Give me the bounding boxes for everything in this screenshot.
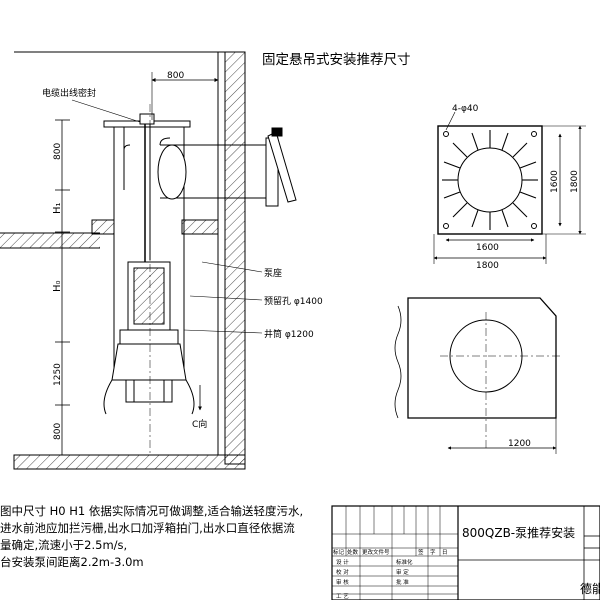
drawing-title: 固定悬吊式安装推荐尺寸 [262, 52, 411, 68]
note-line-3: 量确定,流速小于2.5m/s, [0, 538, 128, 552]
tb-row-check: 校 对 [336, 568, 349, 576]
tb-header-sign: 签 [418, 548, 424, 556]
pump-base-label: 泵座 [264, 267, 282, 279]
tb-row-design: 设 计 [336, 558, 349, 566]
section-view [394, 297, 560, 454]
title-block-headers: 标记 处数 更改文件号 签 字 日 设 计 校 对 审 核 工 艺 标准化 审 … [333, 548, 448, 600]
note-line-2: 进水前池应加拦污栅,出水口加浮箱拍门,出水口直径依据流 [0, 521, 295, 535]
tb-header-mark: 标记 [333, 548, 345, 556]
plan-dim-1800-h: 1800 [476, 261, 499, 271]
elevation-view [0, 51, 297, 470]
c-direction-label: C向 [192, 418, 207, 430]
tb-header-file: 更改文件号 [362, 548, 390, 556]
note-line-4: 台安装泵间距离2.2m-3.0m [0, 555, 144, 569]
plan-dim-1600-v: 1600 [550, 170, 560, 193]
dim-800-left: 800 [53, 143, 63, 160]
tb-header-char: 字 [430, 548, 436, 556]
section-dim-1200: 1200 [508, 439, 531, 449]
note-line-1: 图中尺寸 H0 H1 依据实际情况可做调整,适合输送轻度污水, [0, 504, 304, 518]
plan-dim-1600-h: 1600 [476, 243, 499, 253]
title-block-drawing-title: 800QZB-泵推荐安装 [462, 526, 576, 540]
title-block [331, 505, 600, 600]
tb-row-review: 审 核 [336, 578, 349, 586]
pump-body [111, 261, 187, 403]
dim-800-top: 800 [167, 71, 184, 81]
installation-notes: 图中尺寸 H0 H1 依据实际情况可做调整,适合输送轻度污水, 进水前池应加拦污… [0, 503, 330, 571]
dim-h1: H₁ [52, 202, 63, 214]
cable-seal-label: 电缆出线密封 [42, 87, 96, 99]
dim-800-bottom: 800 [53, 423, 63, 440]
dim-h0: H₀ [52, 280, 63, 292]
title-block-company: 德能 [580, 582, 600, 596]
hole-note: 4-φ40 [452, 104, 479, 114]
tb-row-process: 工 艺 [336, 593, 349, 600]
plan-view [433, 111, 586, 264]
tb-header-date: 日 [442, 549, 448, 556]
tb-row-authorize: 批 准 [396, 578, 409, 586]
tb-row-approve: 审 定 [396, 568, 409, 576]
well-tube-label: 井筒 φ1200 [264, 328, 314, 340]
tb-header-count: 处数 [347, 548, 359, 556]
reserved-hole-label: 预留孔 φ1400 [264, 295, 323, 307]
dim-1250: 1250 [53, 363, 63, 386]
plan-dim-1800-v: 1800 [570, 170, 580, 193]
tb-row-standard: 标准化 [396, 558, 413, 566]
